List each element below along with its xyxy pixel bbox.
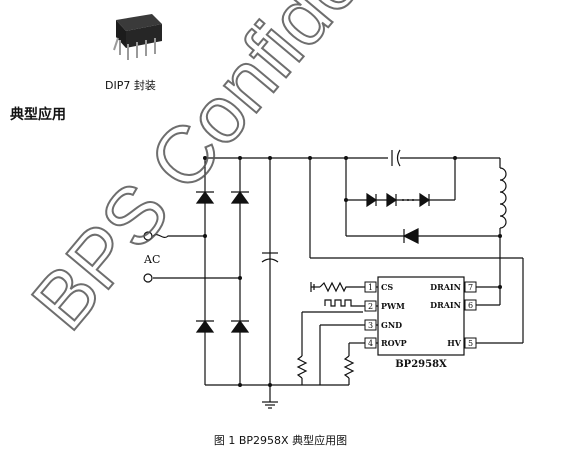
chip-pin-drain7-label: DRAIN [430,282,461,292]
chip-pin-2-number: 2 [368,302,373,311]
chip-pin-5-number: 5 [468,339,473,348]
chip-part-number: BP2958X [395,359,447,370]
figure-caption: 图 1 BP2958X 典型应用图 [213,434,348,447]
confidential-watermark: BPS Confidential [15,0,472,346]
dip7-package-icon [113,14,162,60]
package-caption: DIP7 封装 [105,79,156,92]
chip-pin-rovp-label: ROVP [381,338,407,348]
chip-pin-cs-label: CS [381,282,393,292]
chip-pin-7-number: 7 [468,283,473,292]
chip-pin-6-number: 6 [468,301,473,310]
chip-pin-1-number: 1 [368,283,373,292]
chip-pin-drain6-label: DRAIN [430,300,461,310]
ac-input-label: AC [143,253,160,266]
section-title: 典型应用 [10,107,66,123]
chip-pin-4-number: 4 [368,339,373,348]
chip-pin-gnd-label: GND [381,320,402,330]
chip-pin-3-number: 3 [368,321,373,330]
chip-pin-hv-label: HV [447,338,462,348]
chip-pin-pwm-label: PWM [381,301,405,311]
